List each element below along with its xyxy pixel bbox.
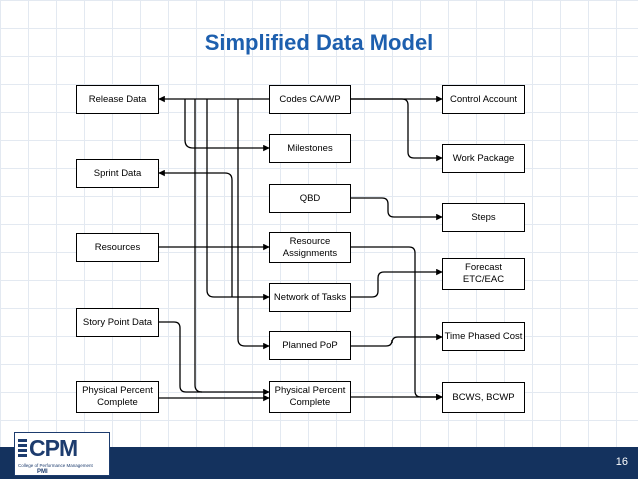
logo-pmi-mark: PMI	[37, 469, 48, 475]
box-label: Release Data	[88, 93, 147, 105]
connector-network-to-forecast	[351, 268, 443, 298]
box-label: Work Package	[452, 152, 515, 164]
box-qbd: QBD	[269, 184, 351, 213]
box-work-package: Work Package	[442, 144, 525, 173]
connector-trunk-to-milestones	[184, 99, 270, 152]
connector-trunk-to-network	[206, 99, 270, 301]
box-label: Sprint Data	[93, 167, 142, 179]
box-resource-assignments: Resource Assignments	[269, 232, 351, 263]
box-milestones: Milestones	[269, 134, 351, 163]
box-physical-percent-complete-middle: Physical Percent Complete	[269, 381, 351, 413]
connector-trunk-to-ppc	[194, 99, 203, 393]
box-network-of-tasks: Network of Tasks	[269, 283, 351, 312]
box-forecast-etc-eac: Forecast ETC/EAC	[442, 258, 525, 290]
connector-codes-to-work-package	[351, 98, 443, 162]
connector-planned-pop-to-time-phased	[351, 333, 443, 347]
box-label: Resource Assignments	[282, 235, 338, 259]
box-label: Control Account	[449, 93, 518, 105]
box-label: Physical Percent Complete	[274, 385, 346, 408]
logo-wordmark: CPM	[29, 435, 78, 461]
box-label: Resources	[94, 241, 141, 253]
box-label: Physical Percent Complete	[82, 385, 153, 408]
box-label: Time Phased Cost	[444, 330, 523, 342]
box-release-data: Release Data	[76, 85, 159, 114]
box-label: Planned PoP	[282, 339, 338, 351]
connector-qbd-to-steps	[351, 197, 443, 221]
box-story-point-data: Story Point Data	[76, 308, 159, 337]
box-label: Steps	[471, 211, 496, 223]
box-codes-ca-wp: Codes CA/WP	[269, 85, 351, 114]
logo-subtitle: College of Performance Management	[18, 463, 93, 468]
box-label: BCWS, BCWP	[452, 391, 515, 403]
box-sprint-data: Sprint Data	[76, 159, 159, 188]
cpm-logo: CPM College of Performance Management PM…	[14, 432, 110, 476]
logo-bars-icon	[18, 439, 27, 457]
box-physical-percent-complete-left: Physical Percent Complete	[76, 381, 159, 413]
slide-title: Simplified Data Model	[204, 30, 434, 55]
box-label: QBD	[299, 192, 321, 204]
box-time-phased-cost: Time Phased Cost	[442, 322, 525, 351]
connector-network-to-sprint-data	[158, 169, 233, 297]
box-label: Forecast ETC/EAC	[462, 262, 505, 285]
box-control-account: Control Account	[442, 85, 525, 114]
connector-assignments-to-bcws	[351, 246, 443, 401]
box-bcws-bcwp: BCWS, BCWP	[442, 382, 525, 413]
box-label: Codes CA/WP	[279, 93, 341, 105]
connector-trunk-to-planned-pop	[237, 99, 270, 350]
box-steps: Steps	[442, 203, 525, 232]
page-number: 16	[615, 456, 628, 468]
box-label: Story Point Data	[82, 316, 153, 328]
connector-story-points-to-ppc	[159, 321, 270, 396]
box-planned-pop: Planned PoP	[269, 331, 351, 360]
box-resources: Resources	[76, 233, 159, 262]
box-label: Milestones	[287, 142, 333, 154]
box-label: Network of Tasks	[273, 291, 347, 303]
